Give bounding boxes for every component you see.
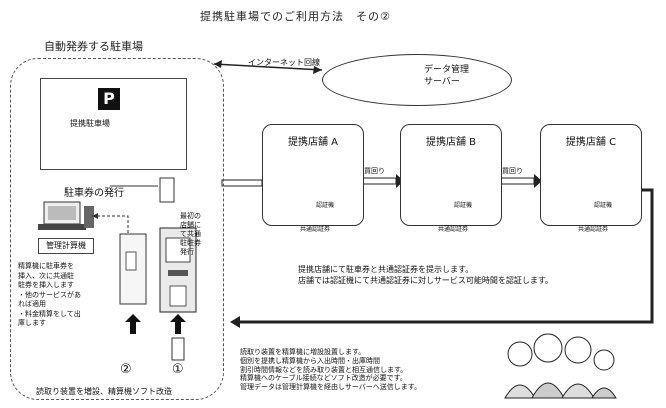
step1-line: 庫します	[18, 319, 46, 327]
store-a: 提携店舗 A	[262, 124, 364, 226]
shop-note-line-2: 店舗では認証機にて共通認証券に対しサービス可能時間を認証します。	[298, 276, 554, 285]
bottom-note-line: 個別を提携し精算機から入出時間・出庫時間	[240, 356, 380, 365]
arrow-label-1: 買回り	[364, 167, 385, 175]
step-number-1: ①	[172, 362, 184, 377]
step1-line: ・料金精算をして出	[18, 309, 81, 318]
internet-line	[213, 63, 323, 71]
bottom-left-caption: 読取り装置を増設、精算機ソフト改造	[36, 387, 172, 396]
side-note: 最初の 店舗に て共通 駐駐券 発行	[180, 212, 201, 257]
bottom-note-line: 精算機へのケーブル接続などソフト改造が必要です。	[240, 374, 407, 383]
step-number-2: ②	[120, 362, 132, 377]
data-line-arrow	[92, 213, 98, 219]
page-title: 提携駐車場でのご利用方法 その②	[200, 10, 391, 23]
management-computer-label: 管理計算機	[38, 238, 94, 254]
bottom-note: 読取り装置を精算機に増設設置します。 個別を提携し精算機から入出時間・出庫時間 …	[240, 348, 421, 392]
server-label: データ管理 サーバー	[424, 64, 469, 88]
side-note-line: 駐駐券	[180, 239, 201, 247]
store-a-title: 提携店舗 A	[287, 137, 339, 148]
internet-arrow-right	[313, 66, 322, 74]
store-c-common: 共通認証券	[578, 226, 609, 233]
issue-label: 駐車券の発行	[64, 188, 124, 199]
store-a-machine: 認証機	[316, 202, 335, 209]
internet-arrow-left	[214, 60, 222, 68]
computer-icon	[38, 201, 94, 230]
lot-label: 提携駐車場	[70, 119, 110, 128]
auto-issue-parking-area	[10, 58, 224, 400]
step1-line: 挿入、次に共通駐	[18, 271, 74, 280]
store-c: 提携店舗 C	[540, 124, 642, 226]
payment-machine	[159, 227, 197, 313]
side-note-line: 発行	[180, 248, 194, 256]
family-icon	[504, 333, 617, 399]
store-c-title: 提携店舗 C	[565, 137, 617, 148]
bottom-note-line: 管理データは管理計算機を経由しサーバーへ送信します。	[240, 383, 422, 392]
side-note-line: 店舗に	[180, 221, 201, 229]
side-note-line: て共通	[180, 230, 201, 238]
arrow-label-2: 買回り	[502, 167, 523, 175]
return-path	[230, 188, 654, 328]
data-line	[92, 215, 129, 234]
store-b-machine: 認証機	[454, 202, 473, 209]
side-note-line: 最初の	[180, 212, 201, 220]
store-b-title: 提携店舗 B	[425, 137, 477, 148]
shop-note-line-1: 提携店舗にて駐車券と共通認証券を提示します。	[298, 265, 474, 274]
step1-line: ・他のサービスがあ	[18, 290, 81, 299]
reader-device	[119, 233, 147, 305]
step1-line: 精算機に駐車券を	[18, 262, 74, 270]
step1-instructions: 精算機に駐車券を 挿入、次に共通駐 駐券を挿入します ・他のサービスがあ れば適…	[18, 262, 118, 329]
store-b: 提携店舗 B	[400, 124, 502, 226]
page-subtitle: 自動発券する駐車場	[44, 40, 143, 53]
step1-line: れば適用	[18, 300, 46, 308]
step1-line: 駐券を挿入します	[18, 281, 74, 289]
server-cloud	[322, 54, 512, 106]
shop-note: 提携店舗にて駐車券と共通認証券を提示します。 店舗では認証機にて共通認証券に対し…	[298, 264, 553, 286]
store-b-common: 共通認証券	[438, 226, 469, 233]
issued-ticket	[159, 177, 175, 203]
parking-p-icon: P	[98, 88, 120, 110]
ticket-under-1	[171, 337, 185, 361]
bottom-note-line: 読取り装置を精算機に増設設置します。	[240, 348, 366, 356]
store-c-machine: 認証機	[594, 202, 613, 209]
insert-arrow-2	[125, 314, 141, 334]
insert-arrow-1	[170, 314, 186, 334]
internet-label: インターネット回線	[248, 58, 320, 67]
store-a-common: 共通認証券	[300, 226, 331, 233]
server-label-line-2: サーバー	[424, 77, 460, 87]
server-label-line-1: データ管理	[424, 65, 470, 75]
bottom-note-line: 割引時間情報などを読み取り装置と相互通信します。	[240, 365, 408, 374]
